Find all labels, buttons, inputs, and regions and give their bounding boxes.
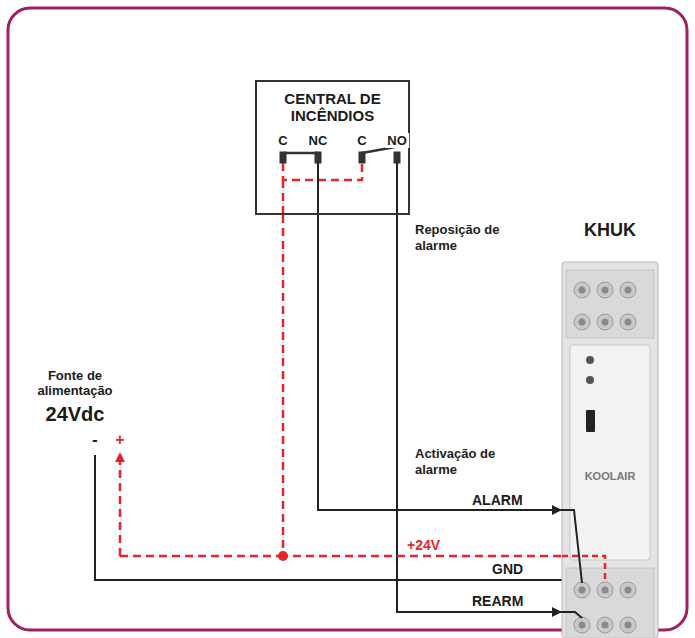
signal-name: REARM (470, 593, 525, 609)
screw (620, 282, 636, 298)
screw-head (602, 622, 609, 629)
screw (574, 282, 590, 298)
screw (620, 314, 636, 330)
screw-head (579, 587, 586, 594)
signal-name: +24V (405, 537, 442, 553)
relay-contacts (280, 147, 400, 163)
screw-head (625, 587, 632, 594)
device-heading: KHUK (562, 220, 658, 241)
terminal-name: C (355, 133, 368, 148)
terminal-name: C (276, 133, 289, 148)
panel-stubs (283, 163, 397, 215)
supply-pole: - (90, 431, 99, 449)
screw-head (602, 319, 609, 326)
supply-voltage: 24Vdc (44, 403, 107, 426)
supply-caption: Fonte de alimentação (19, 368, 131, 398)
screw-head (602, 587, 609, 594)
screw (620, 582, 636, 598)
screw-head (579, 287, 586, 294)
brand-mark: KOOLAIR (583, 470, 638, 482)
wire-label: Reposição de alarme (415, 222, 515, 253)
wire-connector (283, 215, 562, 556)
screw-head (579, 622, 586, 629)
signal-name: ALARM (470, 492, 525, 508)
screw-head (625, 287, 632, 294)
khuk-module (562, 262, 658, 638)
outer-frame (8, 8, 687, 630)
screw-head (625, 622, 632, 629)
screw-head (625, 319, 632, 326)
screw (574, 314, 590, 330)
supply-wires (95, 452, 628, 583)
screw (597, 582, 613, 598)
terminal-name: NO (385, 133, 409, 148)
wire-label: Activação de alarme (415, 446, 525, 477)
screw (597, 617, 613, 633)
screw (597, 314, 613, 330)
wire-connector (318, 215, 562, 510)
khuk-module-box: KHUK (562, 262, 658, 632)
signal-name: GND (490, 561, 525, 577)
terminal-stubs (562, 510, 605, 618)
wire-connector (397, 215, 562, 612)
terminal-name: NC (307, 133, 330, 148)
screw (574, 582, 590, 598)
box-title: CENTRAL DE INCÊNDIOS (263, 90, 402, 125)
terminal-screws (574, 282, 636, 633)
screw-head (579, 319, 586, 326)
screw-head (602, 287, 609, 294)
screw (574, 617, 590, 633)
screw (620, 617, 636, 633)
screw (597, 282, 613, 298)
supply-pole: + (113, 431, 126, 449)
